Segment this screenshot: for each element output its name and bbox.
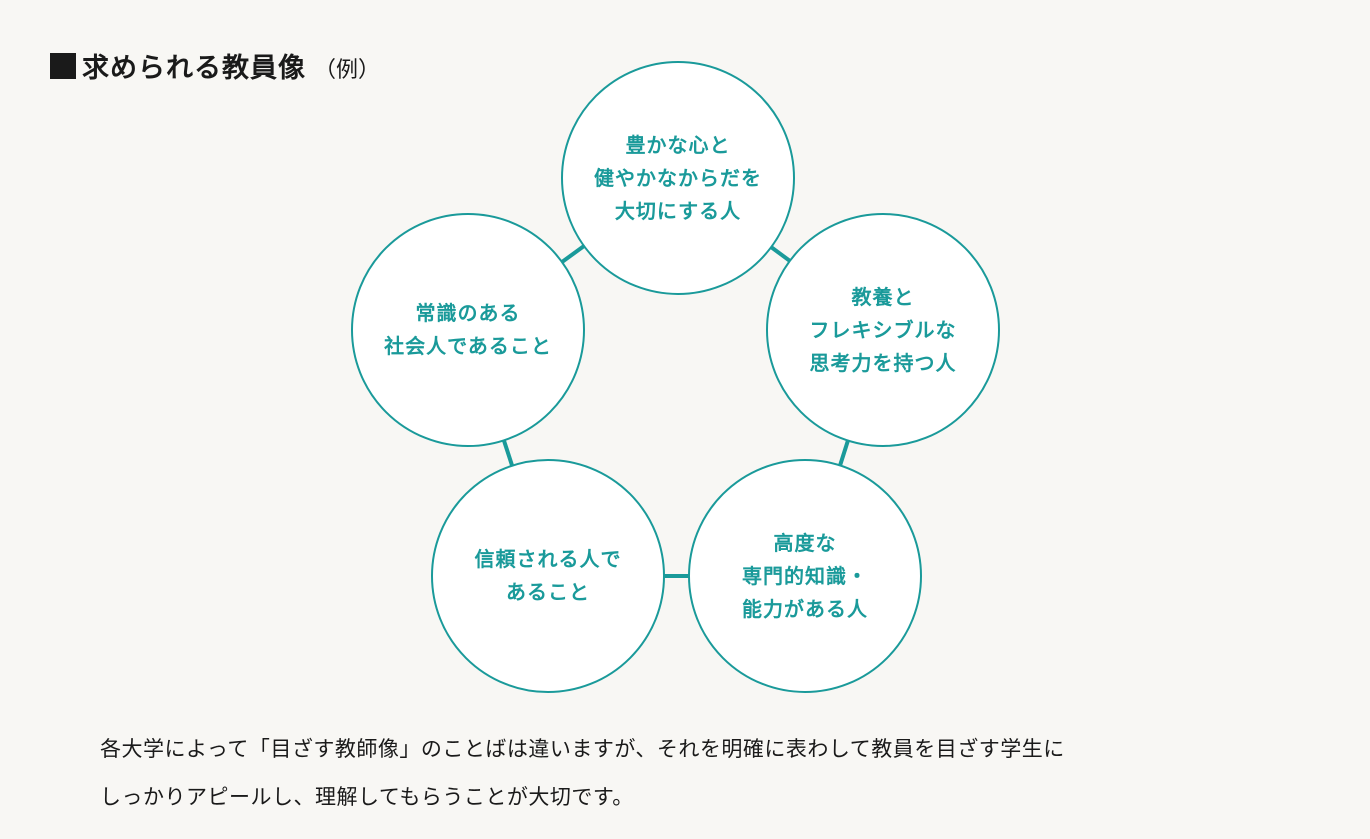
heading-title: 求められる教員像 [82,53,306,84]
quality-label-line: 社会人であること [384,334,552,358]
quality-label: 教養とフレキシブルな思考力を持つ人 [773,270,993,390]
quality-circle [351,213,585,447]
quality-label-line: 思考力を持つ人 [809,350,957,375]
quality-label: 高度な専門的知識・能力がある人 [695,516,915,636]
caption-line-2: しっかりアピールし、理解してもらうことが大切です。 [100,785,634,809]
square-bullet-icon [50,52,76,79]
quality-label-line: 高度な [773,530,837,555]
caption-text: 各大学によって「目ざす教師像」のことばは違いますが、それを明確に表わして教員を目… [100,725,1280,821]
heading-note: （例） [314,58,381,83]
quality-label-line: 能力がある人 [742,596,868,621]
section-heading: 求められる教員像 （例） [50,46,380,85]
connector-line [766,243,795,265]
quality-circle [431,459,665,693]
quality-circle [688,459,922,693]
caption-line-1: 各大学によって「目ざす教師像」のことばは違いますが、それを明確に表わして教員を目… [100,737,1065,761]
quality-label-line: あること [506,580,590,604]
quality-label-line: 教養と [851,284,915,309]
quality-circle [766,213,1000,447]
quality-label: 信頼される人であること [438,516,658,636]
quality-label-line: 常識のある [415,301,521,325]
quality-label: 常識のある社会人であること [358,270,578,390]
quality-label: 豊かな心と健やかなからだを大切にする人 [568,118,788,238]
quality-label-line: フレキシブルな [809,317,957,342]
quality-label-line: 大切にする人 [614,198,742,223]
quality-label-line: 信頼される人で [474,547,622,571]
quality-label-line: 豊かな心と [625,132,731,157]
quality-label-line: 専門的知識・ [742,563,868,588]
quality-label-line: 健やかなからだを [594,165,762,190]
connector-line [500,435,516,471]
quality-circle [561,61,795,295]
connector-line [557,242,589,266]
connector-line [836,436,852,470]
